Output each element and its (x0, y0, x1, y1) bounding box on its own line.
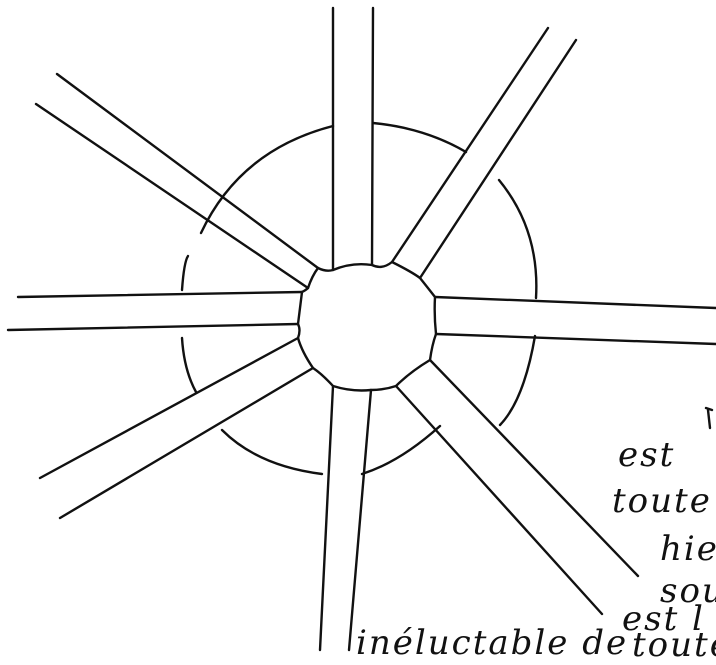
handwritten-line-2: toute (612, 484, 712, 518)
circle-arc-left-lower (182, 338, 196, 392)
circle-arc-top (201, 126, 333, 233)
ray-bottom-right-edge (349, 390, 371, 650)
handwritten-line-6: inéluctable de (356, 626, 628, 660)
ray-upper-left-edge-1 (57, 74, 318, 268)
circle-arc-right (499, 180, 536, 298)
ray-lower-left-edge-2 (60, 368, 313, 518)
ray-top-right-edge (372, 8, 373, 265)
ray-bottom-left-edge (320, 386, 333, 650)
handwritten-line-3: hie (660, 532, 716, 566)
ray-upper-right-edge-2 (420, 40, 576, 278)
ray-left-bottom-edge (8, 324, 298, 330)
circle-arc-bottom-left (222, 430, 322, 474)
ink-mark (706, 408, 712, 428)
ray-left-top-edge (18, 292, 302, 297)
ray-lower-right-edge-2 (396, 386, 602, 614)
ray-lower-right-edge-1 (430, 360, 638, 576)
ray-upper-right-edge-1 (392, 28, 548, 262)
circle-arc-left-upper (182, 256, 188, 290)
circle-arc-lower-right (500, 336, 535, 425)
handwritten-line-7: toute (632, 628, 716, 662)
handwritten-line-1: est (618, 438, 675, 472)
hub-outline (298, 262, 436, 391)
circle-arc-top-right (373, 123, 466, 152)
ray-right-bottom-edge (436, 334, 716, 344)
circle-arc-bottom (362, 426, 440, 474)
ray-right-top-edge (435, 297, 716, 308)
ray-upper-left-edge-2 (36, 104, 308, 288)
